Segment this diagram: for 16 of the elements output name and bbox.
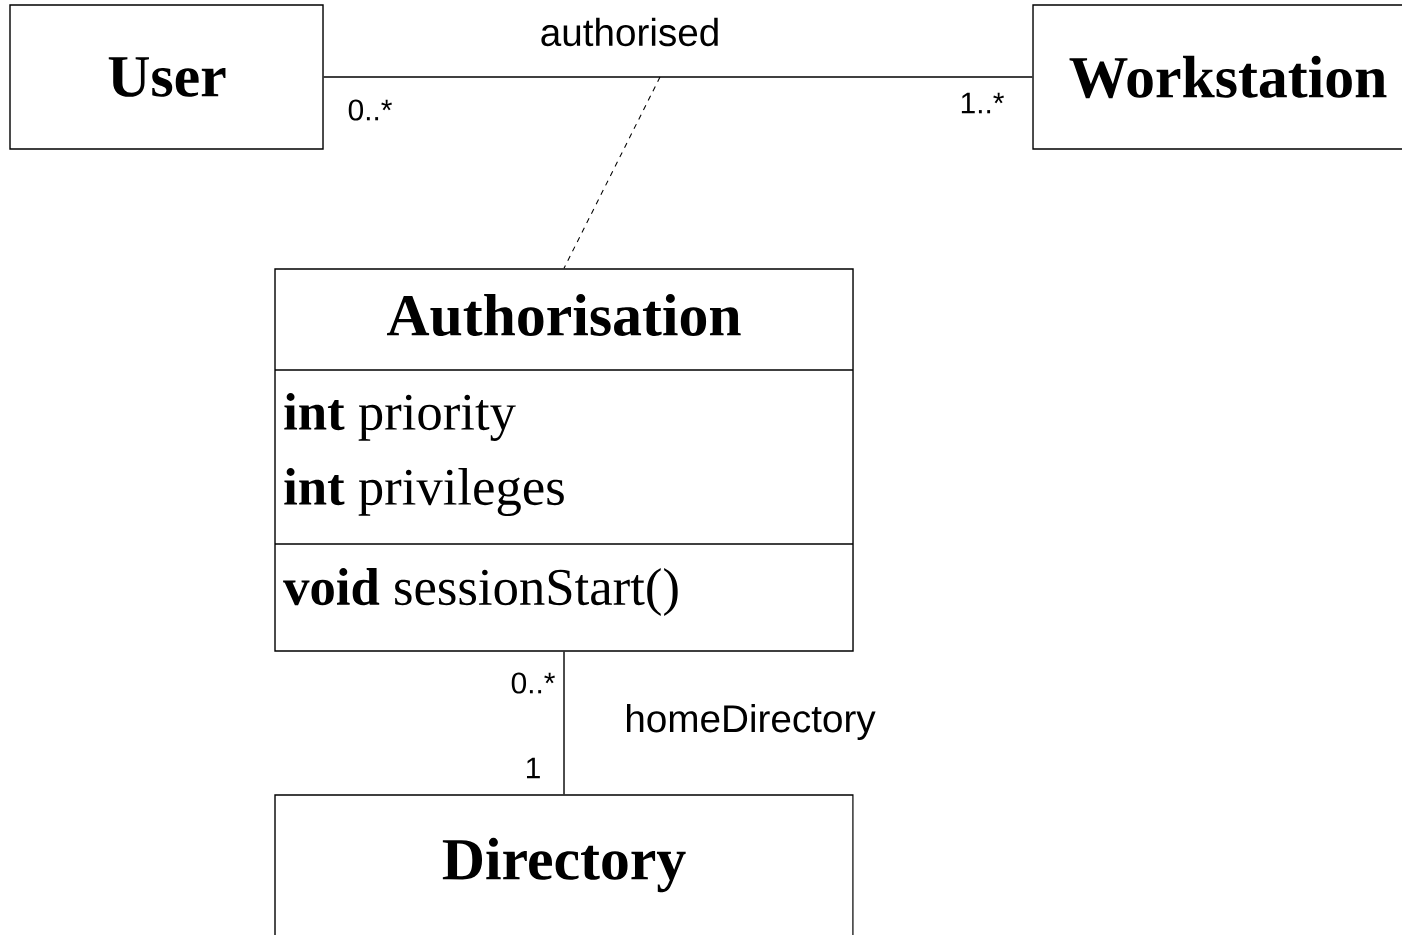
class-attribute: int privileges (284, 468, 564, 516)
class-name: Authorisation (387, 293, 741, 337)
multiplicity: 0..* (348, 99, 392, 121)
class-attribute: int priority (284, 393, 516, 441)
association-line (563, 651, 565, 795)
class-method: void sessionStart() (283, 568, 678, 616)
edge-label: homeDirectory (627, 704, 876, 741)
edge-label: authorised (541, 17, 718, 47)
association-line (563, 76, 661, 269)
multiplicity: 0..* (511, 672, 555, 694)
association-line (323, 76, 1033, 78)
class-name: Directory (442, 837, 686, 893)
class-name: Workstation (1069, 55, 1387, 99)
multiplicity: 1 (527, 757, 540, 779)
multiplicity: 1..* (961, 92, 1004, 114)
class-name: User (108, 57, 226, 97)
